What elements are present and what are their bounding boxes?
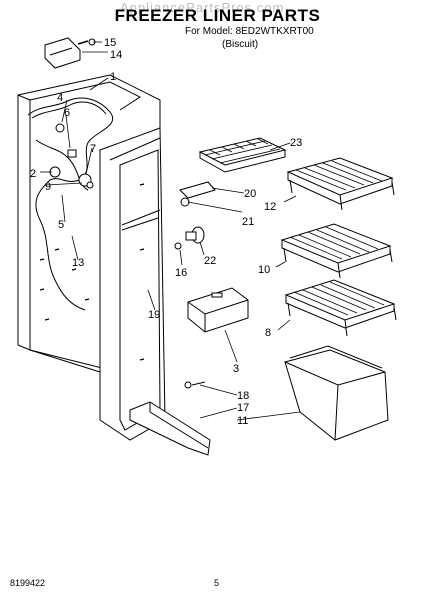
- callout-19: 19: [148, 309, 160, 321]
- freezer-liner: [17, 74, 166, 441]
- callout-2: 2: [30, 168, 36, 180]
- leader-lines: [40, 41, 301, 421]
- doc-number: 8199422: [10, 578, 46, 588]
- model-line: For Model: 8ED2WTKXRT00: [185, 26, 314, 37]
- bottom-rail: [129, 381, 211, 456]
- callout-10: 10: [258, 264, 270, 276]
- callout-15: 15: [104, 37, 116, 49]
- page-title: FREEZER LINER PARTS: [114, 6, 321, 25]
- top-bracket: [44, 37, 96, 69]
- shelf-8: [284, 279, 397, 337]
- page-number: 5: [214, 578, 220, 588]
- callout-1: 1: [110, 71, 116, 83]
- callout-3: 3: [233, 363, 239, 375]
- callout-4: 4: [57, 92, 63, 104]
- callout-20: 20: [244, 188, 256, 200]
- callout-21: 21: [242, 216, 254, 228]
- callout-18: 18: [237, 390, 249, 402]
- callout-9: 9: [45, 181, 51, 193]
- callout-7: 7: [90, 143, 96, 155]
- storage-bin: [284, 345, 389, 441]
- shelf-12: [286, 157, 395, 211]
- callout-12: 12: [264, 201, 276, 213]
- callout-13: 13: [72, 257, 84, 269]
- watermark: AppliancePartsPros.com: [120, 0, 285, 15]
- ice-bracket: [179, 181, 216, 207]
- callout-22: 22: [204, 255, 216, 267]
- callout-6: 6: [64, 107, 70, 119]
- callout-23: 23: [290, 137, 302, 149]
- color-line: (Biscuit): [222, 39, 259, 50]
- callout-11: 11: [237, 415, 248, 427]
- callout-labels: 15 14 1 4 6 2 7 9 5 13 23 20 21 12 16 22…: [30, 37, 302, 427]
- shelf-10: [280, 223, 393, 279]
- ice-tray: [198, 137, 287, 173]
- light-socket: [174, 226, 205, 250]
- shelf-channel: [187, 287, 249, 333]
- callout-17: 17: [237, 402, 249, 414]
- callout-14: 14: [110, 49, 122, 61]
- callout-5: 5: [58, 219, 64, 231]
- callout-8: 8: [265, 327, 271, 339]
- callout-16: 16: [175, 267, 187, 279]
